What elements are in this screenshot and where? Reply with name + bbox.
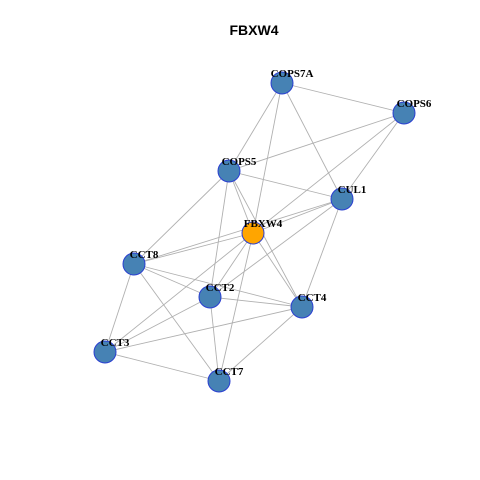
- edge-cct2-cct4: [209, 296, 303, 308]
- graph-title: FBXW4: [230, 22, 279, 38]
- node-cops5: COPS5: [217, 156, 257, 183]
- node-label-cops7a: COPS7A: [271, 68, 314, 80]
- node-cct7: CCT7: [207, 366, 244, 393]
- node-circle-cops5: [217, 159, 241, 183]
- edge-cul1-cct4: [301, 198, 343, 308]
- node-layer: COPS7A COPS6COPS5CUL1FBXW4CCT8CCT2CCT4CCT…: [93, 68, 432, 393]
- node-cct3: CCT3: [93, 337, 130, 364]
- edge-cct8-cct4: [133, 263, 303, 308]
- node-fbxw4: FBXW4: [241, 218, 283, 245]
- edge-cops5-cct8: [133, 170, 230, 265]
- edge-cul1-fbxw4: [252, 198, 343, 234]
- edge-cops7a-cops5: [228, 82, 283, 172]
- edge-cops5-cct2: [209, 170, 230, 298]
- node-label-cops5: COPS5: [222, 156, 257, 168]
- edge-cul1-cct8: [133, 198, 343, 265]
- edge-cops5-cul1: [228, 170, 343, 200]
- node-label-cct4: CCT4: [298, 292, 327, 304]
- node-circle-cct2: [198, 285, 222, 309]
- node-cct2: CCT2: [198, 282, 235, 309]
- edge-fbxw4-cct7: [218, 232, 254, 382]
- node-cct4: CCT4: [290, 292, 327, 319]
- node-cul1: CUL1: [330, 184, 367, 211]
- node-circle-cct8: [122, 252, 146, 276]
- edge-cops5-cct4: [228, 170, 303, 308]
- node-label-cct2: CCT2: [206, 282, 235, 294]
- node-label-cct7: CCT7: [215, 366, 244, 378]
- node-cct8: CCT8: [122, 249, 159, 276]
- node-circle-cops7a: [270, 71, 294, 95]
- edge-fbxw4-cct2: [209, 232, 254, 298]
- node-cops6: COPS6: [392, 98, 432, 125]
- edge-cops7a-cops6: [281, 82, 405, 114]
- node-label-cct8: CCT8: [130, 249, 159, 261]
- edge-cops6-cops5: [228, 112, 405, 172]
- edge-fbxw4-cct3: [104, 232, 254, 353]
- node-circle-cops6: [392, 101, 416, 125]
- edge-cct4-cct3: [104, 306, 303, 353]
- node-label-fbxw4: FBXW4: [244, 218, 283, 230]
- node-label-cul1: CUL1: [338, 184, 367, 196]
- edge-cops7a-cul1: [281, 82, 343, 200]
- edge-cct8-cct7: [133, 263, 220, 382]
- edge-cops6-cul1: [341, 112, 405, 200]
- edge-cct8-cct2: [133, 263, 211, 298]
- node-label-cct3: CCT3: [101, 337, 130, 349]
- edge-layer: [104, 82, 405, 382]
- node-circle-fbxw4: [241, 221, 265, 245]
- edge-cct4-cct7: [218, 306, 303, 382]
- edge-cul1-cct2: [209, 198, 343, 298]
- edge-fbxw4-cct8: [133, 232, 254, 265]
- node-label-cops6: COPS6: [397, 98, 432, 110]
- node-circle-cct4: [290, 295, 314, 319]
- node-circle-cul1: [330, 187, 354, 211]
- edge-fbxw4-cct4: [252, 232, 303, 308]
- edge-cct2-cct3: [104, 296, 211, 353]
- edge-cct2-cct7: [209, 296, 220, 382]
- edge-cops6-fbxw4: [252, 112, 405, 234]
- edge-cct3-cct7: [104, 351, 220, 382]
- node-circle-cct3: [93, 340, 117, 364]
- edge-cct8-cct3: [104, 263, 135, 353]
- node-circle-cct7: [207, 369, 231, 393]
- node-cops7a: COPS7A: [270, 68, 314, 95]
